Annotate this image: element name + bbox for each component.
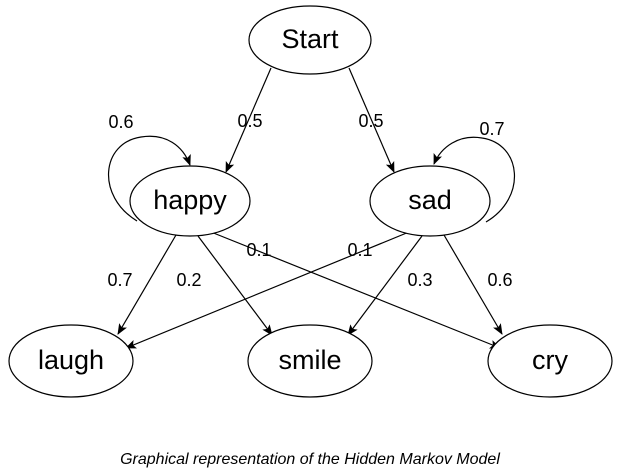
edge-label-happy-smile: 0.2 (176, 270, 201, 290)
node-start-label: Start (281, 24, 339, 54)
node-happy-ellipse[interactable] (129, 165, 251, 237)
node-smile-ellipse[interactable] (247, 324, 373, 398)
node-happy-label: happy (153, 185, 227, 215)
edge-start-to-happy (225, 67, 272, 173)
edge-label-sad-self: 0.7 (479, 119, 504, 139)
node-smile-label: smile (278, 345, 341, 375)
edge-happy-to-laugh (117, 234, 177, 335)
edge-label-sad-laugh: 0.1 (347, 240, 372, 260)
node-start[interactable]: Start (248, 5, 372, 75)
edge-happy-to-smile (197, 235, 273, 336)
edge-label-layer: 0.5 0.5 0.6 0.7 0.7 0.2 0.1 0.1 0.3 0.6 (107, 111, 512, 290)
edge-label-happy-self: 0.6 (108, 112, 133, 132)
node-cry[interactable]: cry (487, 324, 613, 398)
node-layer: Start happy sad laugh smile cry (8, 5, 613, 398)
node-cry-ellipse[interactable] (487, 324, 613, 398)
node-happy[interactable]: happy (129, 165, 251, 237)
node-laugh-ellipse[interactable] (8, 324, 134, 398)
node-sad-label: sad (408, 185, 452, 215)
edge-label-happy-laugh: 0.7 (107, 270, 132, 290)
edge-sad-to-cry (443, 234, 503, 335)
edge-layer (108, 67, 515, 349)
edge-label-sad-cry: 0.6 (487, 270, 512, 290)
edge-start-to-sad (348, 67, 395, 173)
edge-happy-self-loop (108, 135, 191, 222)
edge-label-sad-smile: 0.3 (407, 270, 432, 290)
node-laugh-label: laugh (38, 345, 104, 375)
edge-label-happy-cry: 0.1 (246, 240, 271, 260)
edge-label-start-sad: 0.5 (358, 111, 383, 131)
figure-caption: Graphical representation of the Hidden M… (120, 451, 500, 468)
edge-sad-to-smile (347, 235, 423, 336)
node-smile[interactable]: smile (247, 324, 373, 398)
node-sad-ellipse[interactable] (369, 165, 491, 237)
edge-sad-self-loop (433, 136, 515, 223)
edge-label-start-happy: 0.5 (237, 111, 262, 131)
node-laugh[interactable]: laugh (8, 324, 134, 398)
edge-sad-to-laugh (125, 231, 410, 349)
node-sad[interactable]: sad (369, 165, 491, 237)
node-start-ellipse[interactable] (248, 5, 372, 75)
node-cry-label: cry (532, 345, 568, 375)
edge-happy-to-cry (210, 231, 501, 349)
